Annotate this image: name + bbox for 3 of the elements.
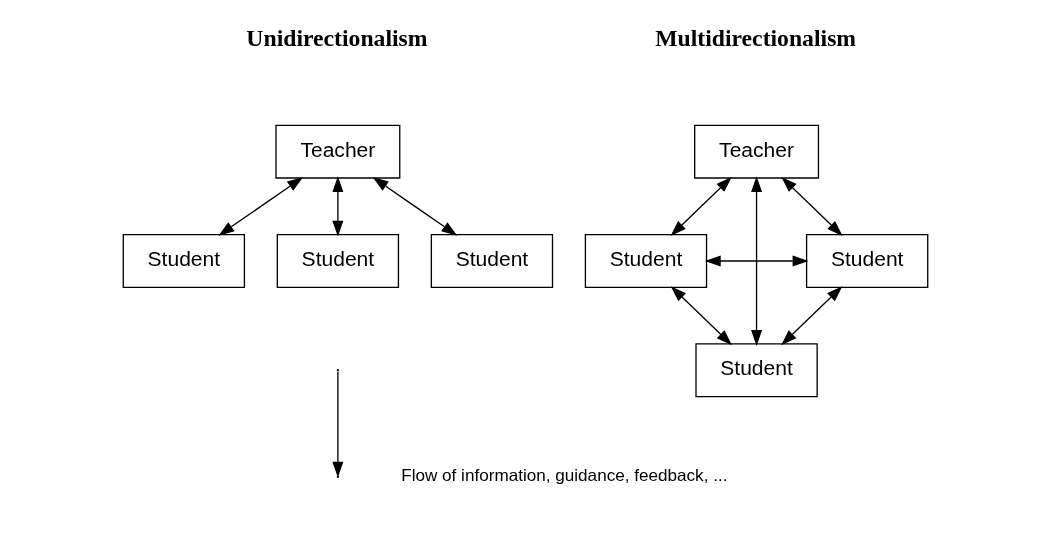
- label: Unidirectionalism: [246, 24, 428, 51]
- legend-label: Flow of information, guidance, feedback, ...: [401, 466, 728, 486]
- label: Multidirectionalism: [655, 24, 857, 51]
